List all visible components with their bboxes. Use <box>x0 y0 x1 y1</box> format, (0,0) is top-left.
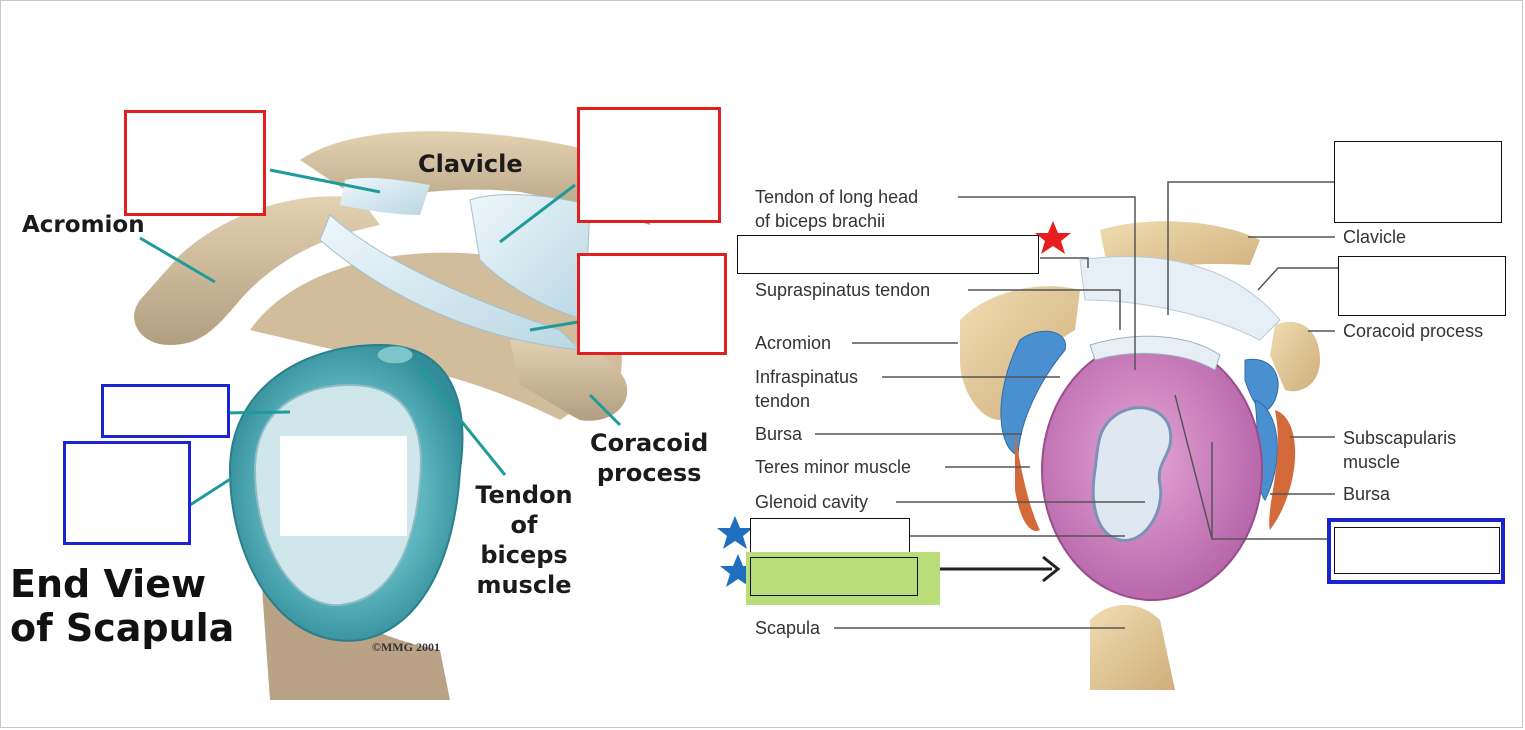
label-clavicle-right: Clavicle <box>1343 227 1407 247</box>
answer-box-red-2[interactable] <box>577 107 721 223</box>
red-star-icon <box>1035 221 1071 254</box>
label-acromion-right: Acromion <box>755 333 832 353</box>
diagram-title: End View of Scapula <box>10 562 235 650</box>
label-tendon-biceps: Tendon of biceps muscle <box>475 481 573 599</box>
glenoid-cavity-right <box>1091 406 1173 542</box>
copyright-text: ©MMG 2001 <box>372 640 440 654</box>
coracoid-right <box>1270 321 1320 392</box>
label-bursa-right: Bursa <box>1343 484 1391 504</box>
answer-box-blue-right-inner[interactable] <box>1334 527 1500 574</box>
label-tendon-long-head: Tendon of long head of biceps brachii <box>755 187 919 231</box>
answer-box-black-3[interactable] <box>1338 256 1506 316</box>
answer-box-green[interactable] <box>750 557 918 596</box>
answer-box-red-3[interactable] <box>577 253 727 355</box>
label-acromion: Acromion <box>22 212 145 238</box>
coracoid-bone <box>510 337 628 421</box>
label-subscapularis: Subscapularis muscle <box>1343 428 1457 472</box>
answer-box-blue-1[interactable] <box>101 384 230 438</box>
left-pointer-lines <box>139 168 622 507</box>
arrow-head <box>1042 555 1061 583</box>
label-clavicle: Clavicle <box>418 150 523 178</box>
label-supraspinatus: Supraspinatus tendon <box>755 280 931 300</box>
bursa-top-right <box>1244 358 1279 411</box>
label-coracoid-process: Coracoid process <box>590 429 709 487</box>
answer-box-blue-2[interactable] <box>63 441 191 545</box>
answer-box-red-1[interactable] <box>124 110 266 216</box>
answer-box-black-4[interactable] <box>750 518 910 556</box>
blue-star-icon-1 <box>717 516 753 549</box>
answer-box-black-2[interactable] <box>1334 141 1502 223</box>
biceps-tendon-origin <box>376 345 414 365</box>
right-leader-lines <box>815 181 1338 629</box>
label-teres-minor: Teres minor muscle <box>755 457 912 477</box>
scapula-neck <box>1090 605 1175 690</box>
subscapularis <box>1269 410 1296 530</box>
cover-box <box>280 436 407 536</box>
bursa-left <box>1000 330 1066 456</box>
label-glenoid-cavity: Glenoid cavity <box>755 492 869 512</box>
teres-minor <box>1015 430 1040 531</box>
acromion-bone <box>134 196 380 345</box>
ligaments-right <box>1079 256 1281 341</box>
label-scapula: Scapula <box>755 618 821 638</box>
supraspinatus-right <box>1089 335 1221 371</box>
label-bursa-left: Bursa <box>755 424 803 444</box>
label-infraspinatus: Infraspinatus tendon <box>755 367 859 411</box>
label-coracoid-right: Coracoid process <box>1343 321 1484 341</box>
clavicle-bone <box>300 131 650 225</box>
answer-box-black-1[interactable] <box>737 235 1039 274</box>
